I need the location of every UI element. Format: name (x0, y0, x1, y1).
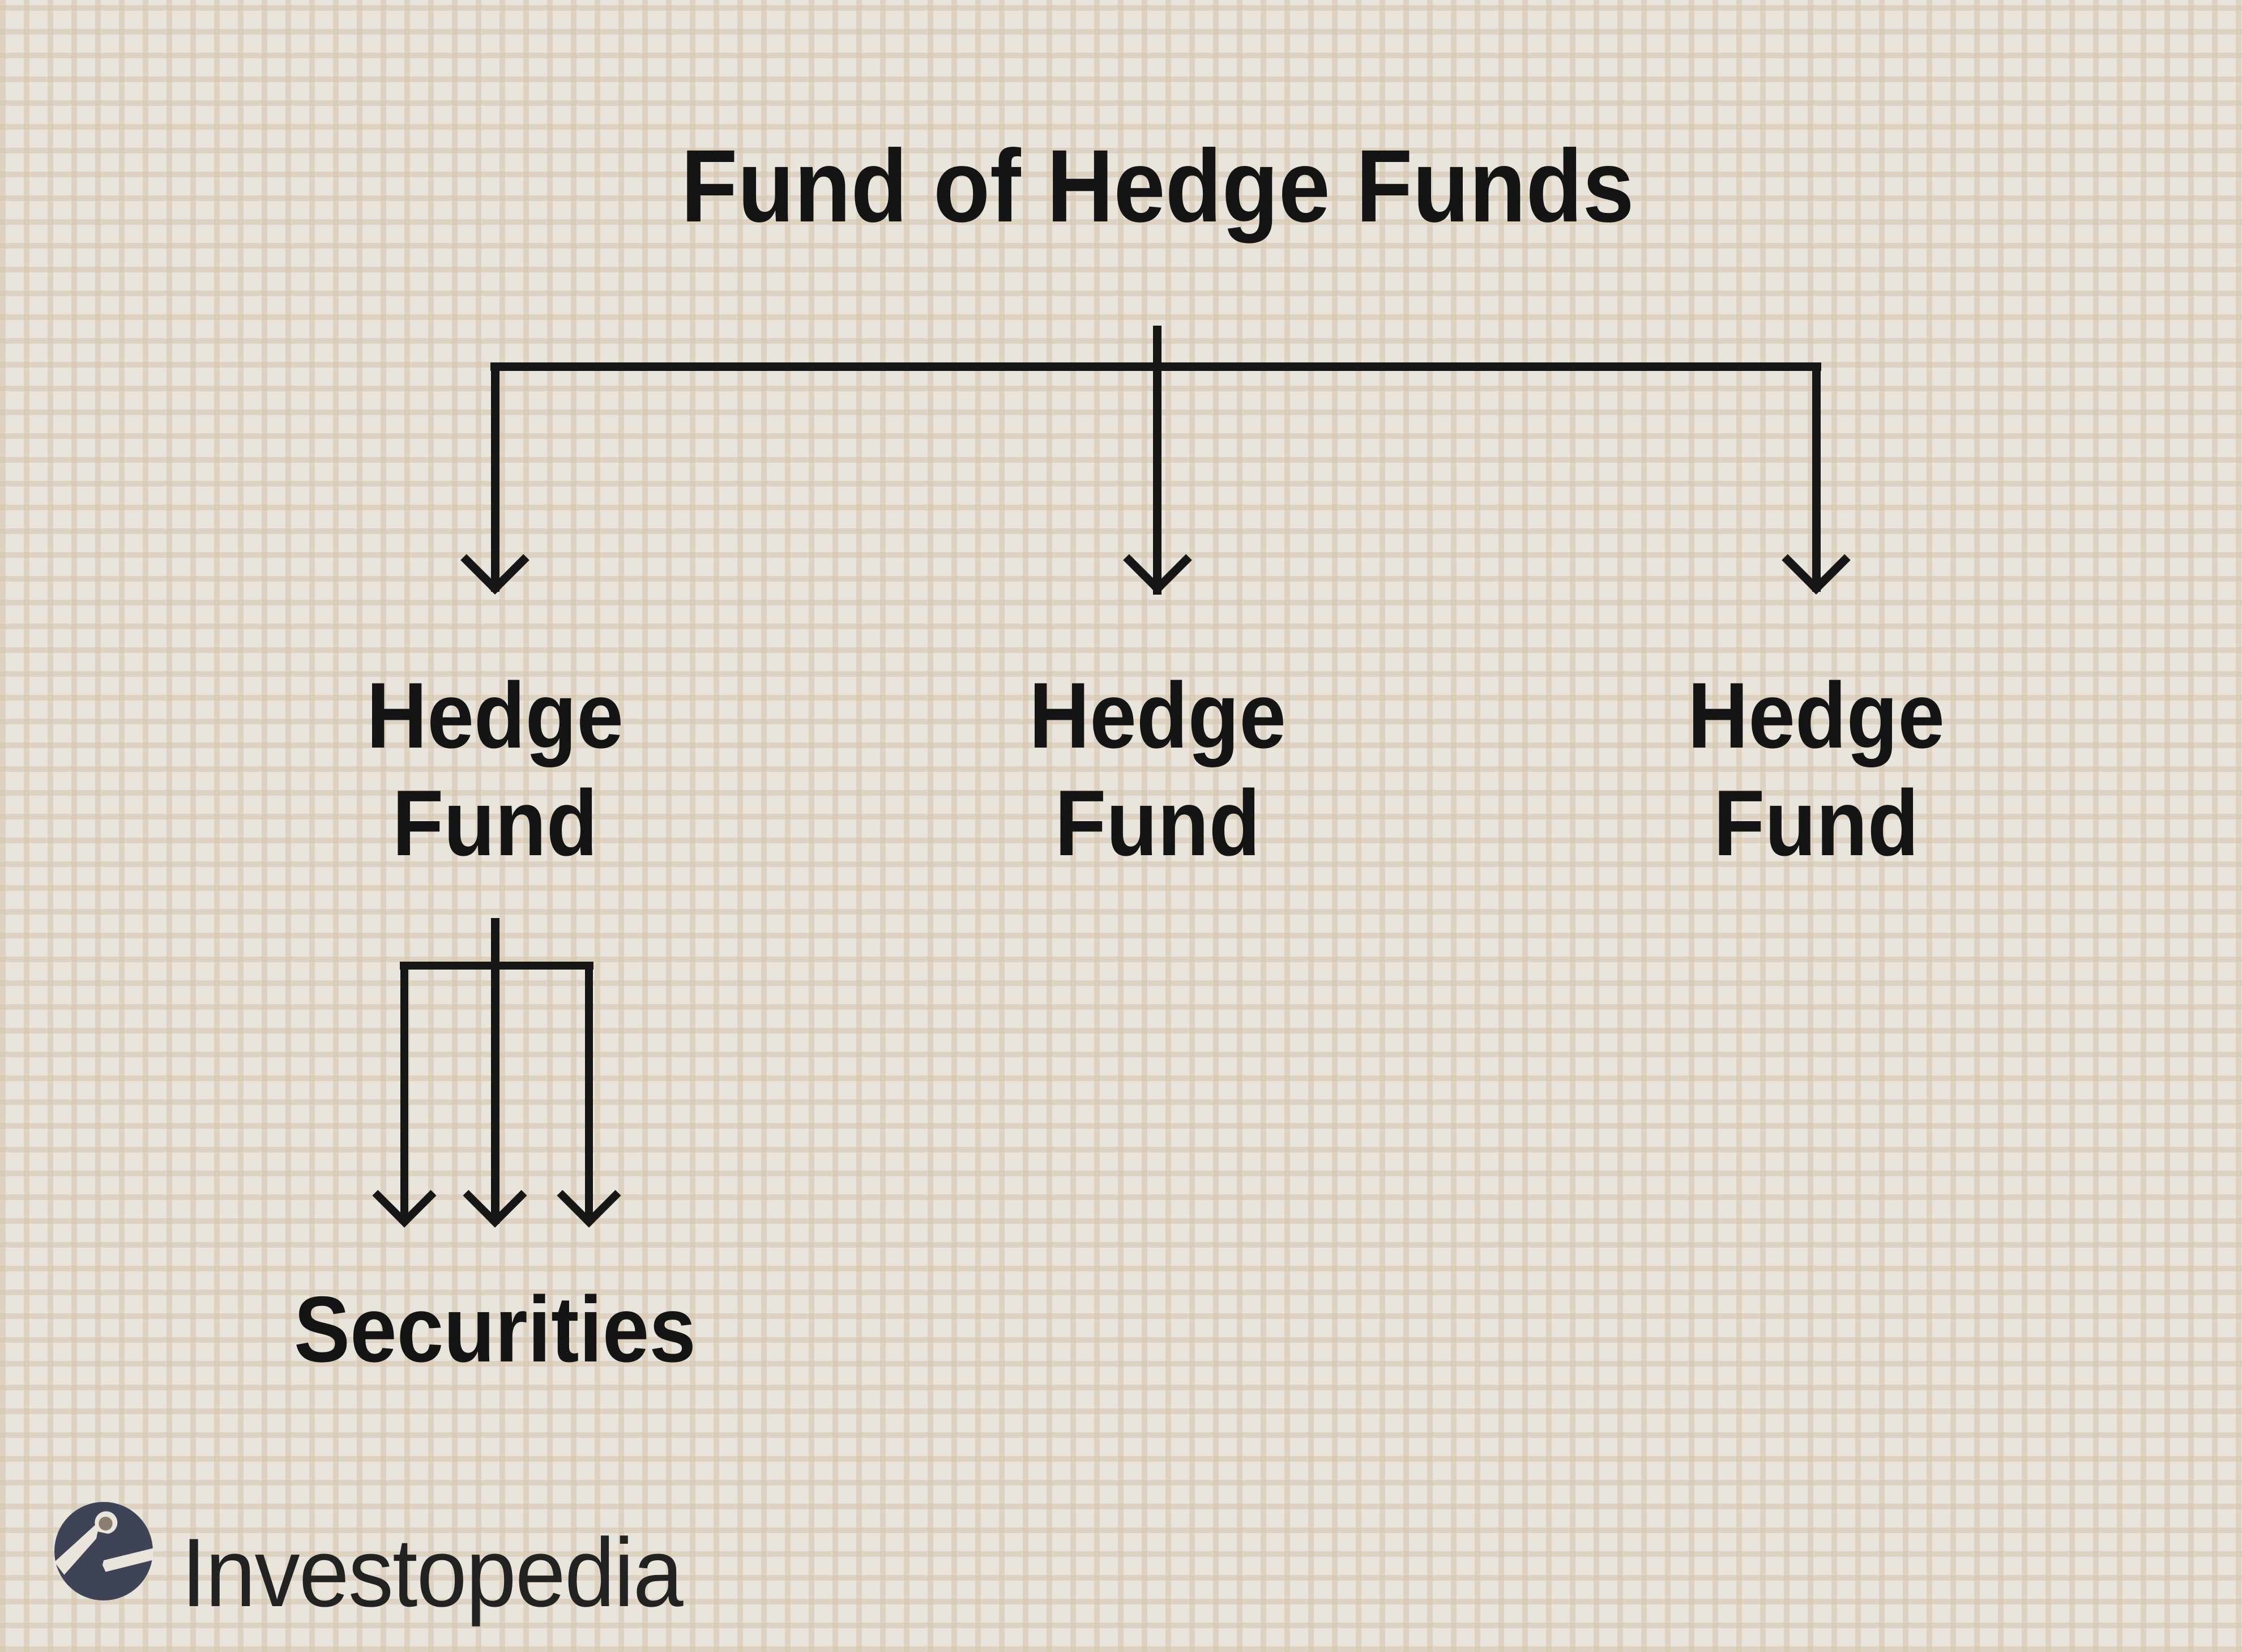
securities-label: Securities (294, 1277, 696, 1381)
logo-dot (99, 1517, 113, 1531)
node-label-line: Hedge (1029, 663, 1286, 767)
connector-left-stem (491, 362, 499, 592)
node-label-line: Fund (1054, 771, 1261, 875)
down-arrow-icon (460, 526, 529, 595)
connector-root-stem (1153, 326, 1161, 595)
down-arrow-icon (1782, 526, 1851, 595)
down-arrow-icon (372, 1163, 437, 1228)
connector-horizontal-bar (490, 362, 1821, 371)
node-hedge-fund-left: Hedge Fund (301, 661, 689, 877)
node-label-line: Hedge (1688, 663, 1945, 767)
down-arrow-icon (1123, 526, 1192, 595)
down-arrow-icon (557, 1163, 621, 1228)
node-label-line: Fund (392, 771, 598, 875)
investopedia-logo: Investopedia (54, 1502, 734, 1649)
node-label-line: Hedge (366, 663, 624, 767)
down-arrow-icon (463, 1163, 527, 1228)
diagram-title: Fund of Hedge Funds (681, 128, 1634, 244)
node-hedge-fund-middle: Hedge Fund (964, 661, 1351, 877)
node-label-line: Fund (1713, 771, 1919, 875)
connector-trident-left-stem (400, 962, 408, 1219)
node-hedge-fund-right: Hedge Fund (1622, 661, 2010, 877)
connector-trident-bar (400, 962, 593, 970)
investopedia-i-icon (54, 1502, 153, 1600)
connector-hedgefund-stem (491, 918, 499, 1224)
connector-trident-right-stem (585, 962, 593, 1219)
investopedia-wordmark: Investopedia (181, 1518, 684, 1627)
connector-right-stem (1812, 362, 1821, 592)
